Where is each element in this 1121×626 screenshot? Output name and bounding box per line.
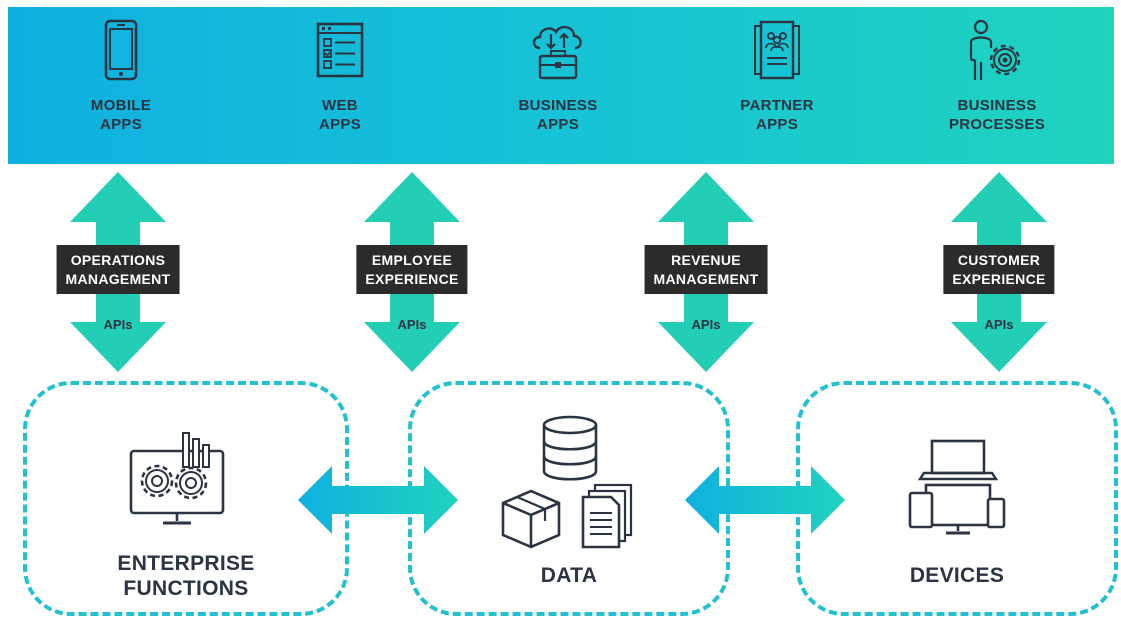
api-arrow-operations: OPERATIONS MANAGEMENT APIs	[56, 172, 180, 372]
system-label: DEVICES	[909, 564, 1005, 587]
app-label: MOBILE APPS	[90, 97, 152, 133]
app-label: BUSINESS APPS	[518, 97, 598, 133]
data-devices-connector-arrow	[685, 466, 845, 534]
partner-apps: PARTNER APPS	[687, 18, 867, 134]
app-label: BUSINESS PROCESSES	[948, 97, 1046, 133]
system-label: ENTERPRISE FUNCTIONS	[117, 552, 255, 600]
category-label: OPERATIONS MANAGEMENT	[56, 245, 180, 294]
api-label: APIs	[397, 317, 427, 332]
web-apps: WEB APPS	[250, 18, 430, 134]
monitor-gears-icon	[129, 432, 225, 525]
app-label: PARTNER APPS	[740, 97, 814, 133]
api-arrow-revenue: REVENUE MANAGEMENT APIs	[644, 172, 768, 372]
person-gear-icon	[969, 19, 1021, 80]
api-arrow-customer: CUSTOMER EXPERIENCE APIs	[943, 172, 1055, 372]
top-banner	[8, 7, 1114, 164]
enterprise-functions-box: ENTERPRISE FUNCTIONS	[23, 381, 349, 616]
devices-icon	[908, 439, 1006, 535]
cloud-briefcase-icon	[532, 25, 582, 80]
category-label: REVENUE MANAGEMENT	[644, 245, 768, 294]
api-label: APIs	[691, 317, 721, 332]
system-label: DATA	[540, 564, 598, 587]
web-form-icon	[316, 22, 364, 78]
api-arrow-employee: EMPLOYEE EXPERIENCE APIs	[356, 172, 468, 372]
database-documents-icon	[501, 415, 633, 549]
app-label: WEB APPS	[318, 97, 362, 133]
enterprise-data-connector-arrow	[298, 466, 458, 534]
mobile-apps: MOBILE APPS	[31, 18, 211, 134]
business-apps: BUSINESS APPS	[468, 18, 648, 134]
api-label: APIs	[984, 317, 1014, 332]
business-processes: BUSINESS PROCESSES	[907, 18, 1087, 134]
api-label: APIs	[103, 317, 133, 332]
category-label: EMPLOYEE EXPERIENCE	[356, 245, 468, 294]
smartphone-icon	[104, 19, 138, 81]
category-label: CUSTOMER EXPERIENCE	[943, 245, 1055, 294]
partner-document-icon	[754, 20, 800, 80]
